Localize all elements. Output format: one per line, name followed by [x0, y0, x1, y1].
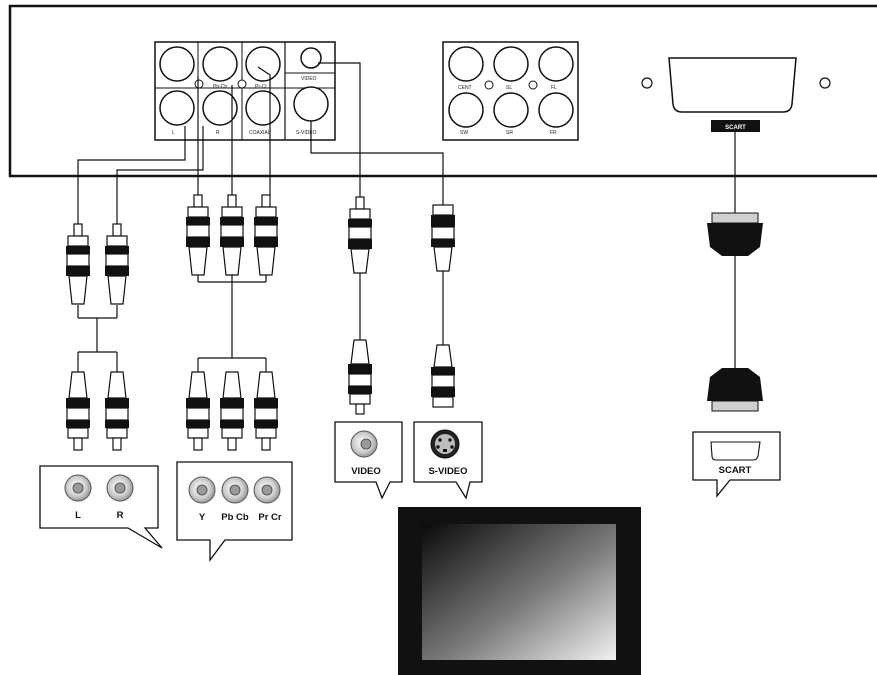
television — [398, 507, 641, 675]
video-plug-lower — [348, 339, 372, 415]
jack-label-l: L — [172, 130, 175, 136]
jack-video — [300, 47, 322, 69]
bubble-component: Y Pb Cb Pr Cr — [176, 461, 293, 562]
jack-label-sr: SR — [506, 130, 513, 136]
bubble-svideo: S-VIDEO — [413, 421, 483, 500]
svideo-plug — [431, 204, 455, 272]
bubble-label-pr: Pr Cr — [258, 512, 282, 523]
jack-label-sl: SL — [506, 85, 512, 91]
scart-socket-icon — [710, 441, 761, 461]
jack-coaxial — [245, 90, 281, 126]
bubble-video: VIDEO — [334, 421, 403, 500]
svideo-plug — [431, 344, 455, 408]
rca-plug — [66, 223, 90, 305]
jack-label-fl: FL — [551, 85, 557, 91]
jack-label-sw: SW — [460, 130, 468, 136]
bubble-label-y: Y — [199, 512, 206, 523]
audio-plugs-lower — [66, 371, 129, 451]
jack-l — [159, 90, 195, 126]
video-plug-upper — [348, 196, 372, 274]
scart-port: SCART — [641, 57, 831, 132]
scart-port-label: SCART — [725, 125, 746, 131]
rca-plug — [105, 223, 129, 305]
component-plugs-lower — [186, 371, 278, 451]
jack-label-svideo: S-VIDEO — [296, 130, 317, 136]
jack-svideo — [293, 86, 329, 122]
jack-y — [159, 46, 195, 82]
scart-plug-upper — [707, 212, 763, 256]
rca-plug — [220, 194, 244, 276]
svideo-plug-lower — [431, 344, 455, 408]
jack-label-coaxial: COAXIAL — [249, 130, 271, 136]
tv-screen — [422, 524, 616, 660]
rca-plug — [105, 371, 129, 451]
bubble-label-svideo: S-VIDEO — [428, 466, 467, 477]
rca-plug — [348, 339, 372, 415]
jack-label-cent: CENT — [458, 85, 472, 91]
svideo-plug-upper — [431, 204, 455, 272]
jack-label-pb: Pb-Cb — [213, 84, 227, 90]
bubble-label-l: L — [75, 510, 81, 521]
rca-plug — [254, 194, 278, 276]
bubble-label-pb: Pb Cb — [221, 512, 249, 523]
rca-plug — [66, 371, 90, 451]
cable-wires — [77, 62, 736, 372]
rca-plug — [186, 194, 210, 276]
jack-pb — [202, 46, 238, 82]
scart-plug-lower — [707, 368, 763, 412]
rca-plug — [254, 371, 278, 451]
bubble-label-r: R — [117, 510, 124, 521]
jack-label-pr: Pr-Cr — [255, 84, 267, 90]
bubble-label-video: VIDEO — [351, 466, 381, 477]
rca-plug — [348, 196, 372, 274]
bubble-audio: L R — [39, 465, 163, 549]
component-plugs-upper — [186, 194, 278, 276]
audio-plugs-upper — [66, 223, 129, 305]
bubble-label-scart: SCART — [719, 465, 752, 476]
svideo-jack-icon — [430, 429, 460, 459]
output-jack-panel: Pb-Cb Pr-Cr L R COAXIAL VIDEO S-VIDEO — [154, 41, 336, 141]
jack-label-r: R — [216, 130, 220, 136]
surround-jack-panel: CENT SL FL SW SR FR — [442, 41, 579, 141]
bubble-scart: SCART — [692, 431, 781, 498]
jack-r — [202, 90, 238, 126]
rca-plug — [220, 371, 244, 451]
jack-label-video: VIDEO — [301, 76, 317, 82]
jack-label-fr: FR — [550, 130, 557, 136]
rca-plug — [186, 371, 210, 451]
jack-pr — [245, 46, 281, 82]
